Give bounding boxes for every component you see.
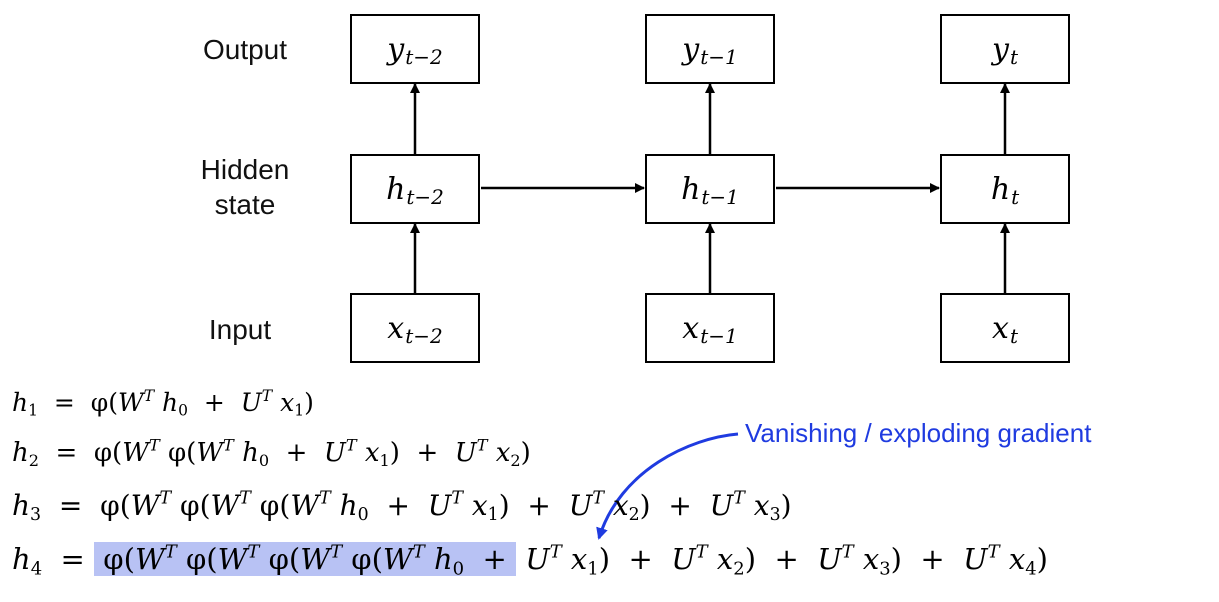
label-output: Output <box>202 34 288 65</box>
equation-h3: h3 = φ(WT φ(WT φ(WT h0 + UT x1) + UT x2)… <box>12 488 792 526</box>
equation-h2: h2 = φ(WT φ(WT h0 + UT x1) + UT x2) <box>12 435 531 470</box>
gradient-arrow <box>596 432 739 540</box>
label-hidden-state: Hidden state <box>200 154 290 220</box>
equation-h1: h1 = φ(WT h0 + UT x1) <box>12 386 314 420</box>
equation-h4: h4 = φ(WT φ(WT φ(WT φ(WT h0 + UT x1) + U… <box>12 541 1048 580</box>
gradient-annotation: Vanishing / exploding gradient <box>745 418 1092 448</box>
label-input: Input <box>208 314 272 345</box>
